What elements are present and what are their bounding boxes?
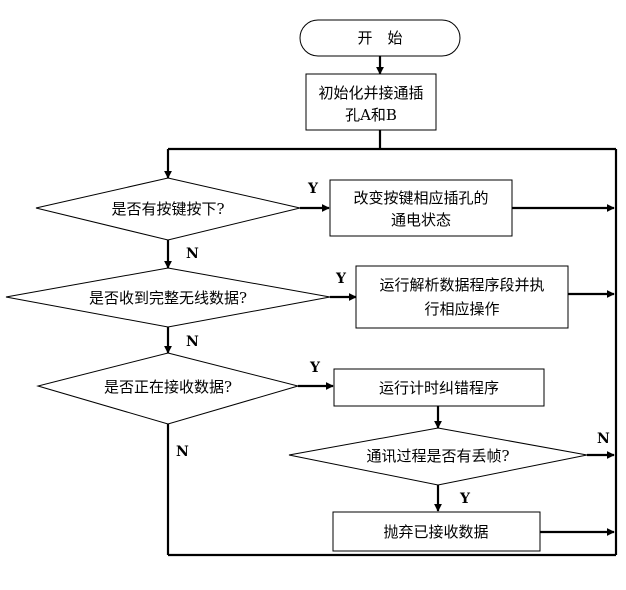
receiving-decision-label: 是否正在接收数据? xyxy=(104,378,232,396)
run-timer-box xyxy=(333,368,545,407)
drop-decision xyxy=(288,427,588,486)
run-timer-label: 运行计时纠错程序 xyxy=(379,379,499,397)
change-label-line2: 通电状态 xyxy=(391,211,451,229)
recv-full-decision-label: 是否收到完整无线数据? xyxy=(89,289,247,307)
init-label-line2: 孔A和B xyxy=(345,106,397,124)
recv-yes-label: Y xyxy=(335,271,347,287)
receiving-yes-label: Y xyxy=(309,360,321,376)
key-no-label: N xyxy=(186,246,199,262)
key-decision-label: 是否有按键按下? xyxy=(111,200,224,218)
init-label-line1: 初始化并接通插 xyxy=(318,84,423,102)
receiving-no-label: N xyxy=(176,444,189,460)
drop-yes-label: Y xyxy=(459,491,471,507)
start-label: 开 始 xyxy=(357,29,402,47)
run-parse-box xyxy=(355,265,569,329)
change-label-line1: 改变按键相应插孔的 xyxy=(353,189,488,207)
change-state-box xyxy=(329,179,513,237)
recv-full-decision xyxy=(5,267,331,328)
init-box xyxy=(305,73,437,131)
start-terminator xyxy=(299,19,461,57)
run-parse-label-line2: 行相应操作 xyxy=(424,300,499,318)
run-parse-label-line1: 运行解析数据程序段并执 xyxy=(379,276,544,294)
drop-decision-label: 通讯过程是否有丢帧? xyxy=(366,447,509,465)
drop-no-label: N xyxy=(597,431,610,447)
discard-label: 抛弃已接收数据 xyxy=(383,523,488,541)
key-decision xyxy=(35,177,301,241)
key-yes-label: Y xyxy=(307,181,319,197)
connectors xyxy=(164,56,618,557)
receiving-decision xyxy=(36,352,300,425)
recv-no-label: N xyxy=(186,334,199,350)
discard-box xyxy=(332,511,541,552)
